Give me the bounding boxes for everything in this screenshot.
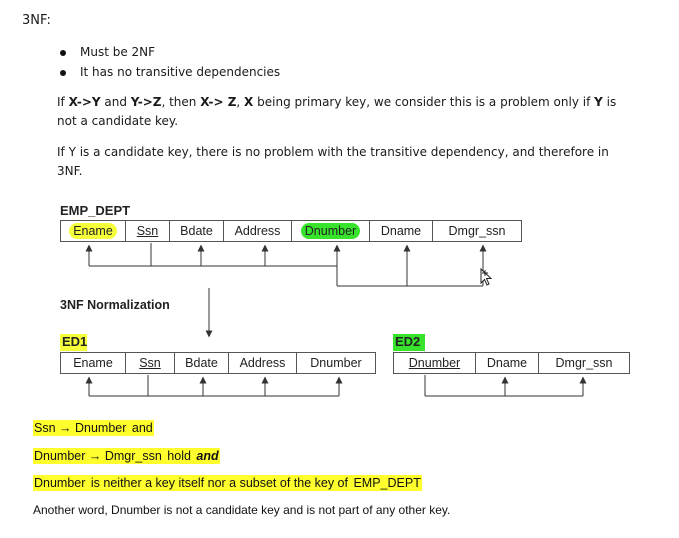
paragraph-transitive-rule: If X->Y and Y->Z, then X-> Z, X being pr… (57, 95, 617, 128)
attribute-cell-key: Dnumber (394, 353, 476, 373)
attribute-cell: Dnumber (292, 221, 370, 241)
attribute-cell: Address (229, 353, 297, 373)
bullet-dot (60, 50, 66, 56)
fd-statement-dnumber: Dnumber → Dmgr_ssn hold and (33, 448, 220, 464)
attribute-cell-key: Ssn (126, 221, 170, 241)
attribute-cell: Ename (61, 353, 126, 373)
bullet-item: It has no transitive dependencies (80, 65, 281, 79)
move-cursor-icon (480, 268, 493, 286)
closing-statement: Another word, Dnumber is not a candidate… (33, 503, 451, 517)
ed2-fd-dnumber (424, 375, 587, 397)
section-heading: 3NF: (22, 13, 51, 28)
attribute-cell: Dmgr_ssn (448, 224, 506, 238)
bullet-item: Must be 2NF (80, 45, 156, 59)
ed1-fd-ssn (85, 375, 343, 397)
attribute-cell-key: Ssn (126, 353, 175, 373)
attribute-cell: Bdate (175, 353, 229, 373)
attribute-cell: Dname (476, 353, 539, 373)
ed2-title: ED2 (395, 334, 421, 349)
attribute-cell: Dname (370, 221, 433, 241)
attribute-cell: Address (224, 221, 292, 241)
ed1-title-highlight (60, 334, 87, 351)
emp-dept-title: EMP_DEPT (60, 203, 131, 218)
bullet-dot (60, 70, 66, 76)
attribute-cell: Bdate (170, 221, 224, 241)
emp-dept-relation: Ename Ssn Bdate Address Dnumber Dname Dm… (60, 220, 522, 242)
attribute-cell: Ename (61, 221, 126, 241)
attribute-cell: Dmgr_ssn (555, 356, 613, 370)
ed2-title-highlight (393, 334, 425, 351)
fd-statement-not-key: Dnumber is neither a key itself nor a su… (33, 475, 422, 491)
attribute-cell: Dnumber (310, 356, 362, 370)
ed1-title: ED1 (62, 334, 88, 349)
normalization-label: 3NF Normalization (60, 298, 170, 312)
ed2-relation: Dnumber Dname Dmgr_ssn (393, 352, 630, 374)
emp-dept-fd-ssn (85, 243, 341, 267)
fd-statement-ssn: Ssn → Dnumber and (33, 420, 154, 436)
ed1-relation: Ename Ssn Bdate Address Dnumber (60, 352, 376, 374)
emp-dept-fd-dnumber (336, 244, 487, 287)
paragraph-candidate-key: If Y is a candidate key, there is no pro… (57, 145, 609, 178)
